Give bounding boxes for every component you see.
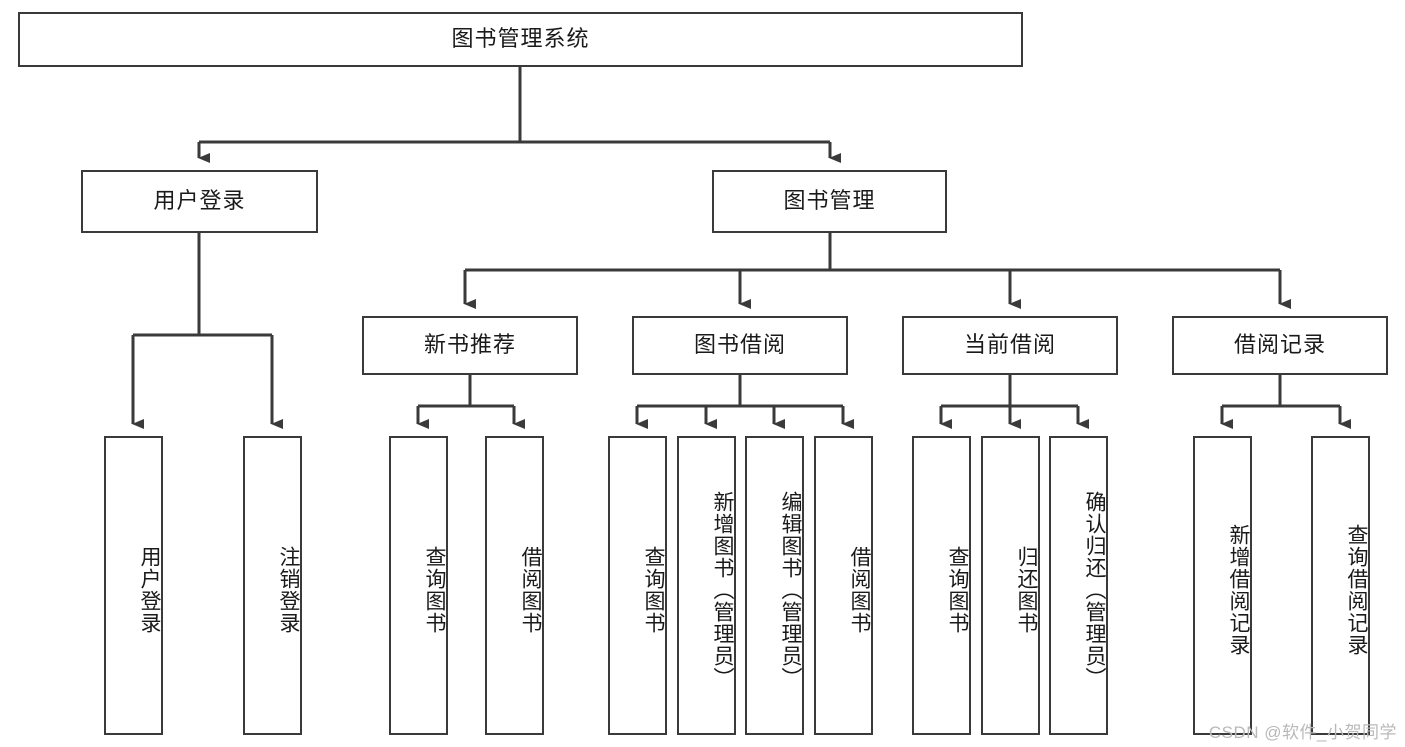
leaf-label: 归还图书 <box>1015 545 1038 634</box>
leaf-label: 查询图书 <box>423 545 446 634</box>
leaf-label: 编辑图书（管理员） <box>779 490 802 689</box>
leaf-logout[interactable]: 注销登录 <box>243 436 302 735</box>
node-borrow-record[interactable]: 借阅记录 <box>1172 316 1388 375</box>
leaf-borrow-book[interactable]: 借阅图书 <box>814 436 873 735</box>
leaf-add-book-admin[interactable]: 新增图书（管理员） <box>677 436 736 735</box>
leaf-label: 查询图书 <box>642 545 665 634</box>
leaf-label: 借阅图书 <box>519 545 542 634</box>
leaf-borrow-book-recommend[interactable]: 借阅图书 <box>485 436 544 735</box>
node-book-borrow[interactable]: 图书借阅 <box>632 316 848 375</box>
node-current-borrow[interactable]: 当前借阅 <box>902 316 1118 375</box>
leaf-confirm-return-admin[interactable]: 确认归还（管理员） <box>1049 436 1108 735</box>
leaf-label: 新增借阅记录 <box>1227 523 1250 656</box>
leaf-user-login[interactable]: 用户登录 <box>104 436 163 735</box>
leaf-query-book-current[interactable]: 查询图书 <box>912 436 971 735</box>
leaf-query-book-borrow[interactable]: 查询图书 <box>608 436 667 735</box>
leaf-edit-book-admin[interactable]: 编辑图书（管理员） <box>745 436 804 735</box>
leaf-label: 用户登录 <box>138 545 161 634</box>
node-book-management[interactable]: 图书管理 <box>712 170 947 233</box>
leaf-label: 借阅图书 <box>848 545 871 634</box>
leaf-label: 查询借阅记录 <box>1345 523 1368 656</box>
leaf-label: 确认归还（管理员） <box>1083 490 1106 689</box>
leaf-label: 查询图书 <box>946 545 969 634</box>
watermark-text: CSDN @软件_小贺同学 <box>1208 723 1397 742</box>
leaf-return-book[interactable]: 归还图书 <box>981 436 1040 735</box>
leaf-query-borrow-record[interactable]: 查询借阅记录 <box>1311 436 1370 735</box>
leaf-query-book-recommend[interactable]: 查询图书 <box>389 436 448 735</box>
node-new-book-recommend[interactable]: 新书推荐 <box>362 316 578 375</box>
node-user-login[interactable]: 用户登录 <box>81 170 318 233</box>
leaf-add-borrow-record[interactable]: 新增借阅记录 <box>1193 436 1252 735</box>
node-root-system[interactable]: 图书管理系统 <box>18 12 1023 67</box>
leaf-label: 注销登录 <box>277 545 300 634</box>
leaf-label: 新增图书（管理员） <box>711 490 734 689</box>
